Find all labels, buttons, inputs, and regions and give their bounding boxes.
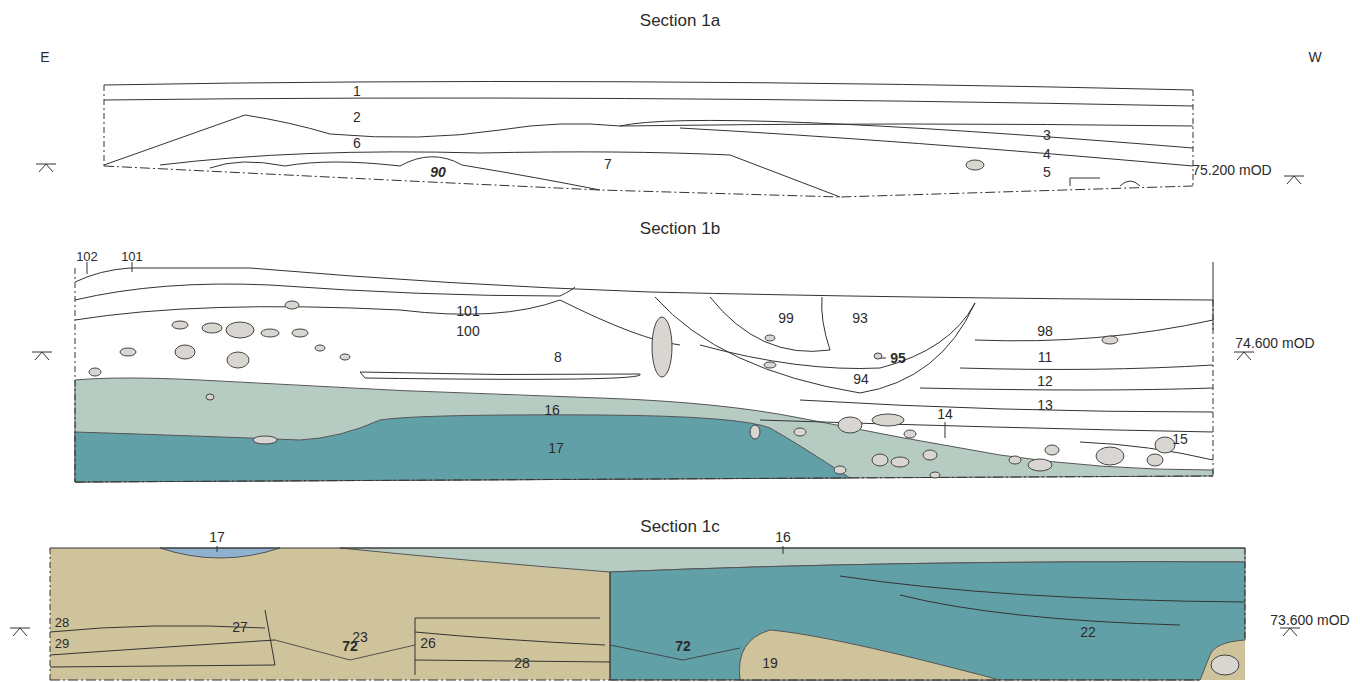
stone	[285, 301, 299, 309]
context-number: 28	[55, 616, 69, 629]
stone	[765, 335, 775, 341]
context-number: 8	[554, 350, 562, 364]
stone	[794, 428, 806, 436]
stone	[1155, 437, 1175, 453]
stone	[838, 417, 862, 433]
context-number: 16	[775, 530, 791, 544]
stone	[206, 394, 214, 400]
stone	[923, 450, 937, 460]
level-label: 74.600 mOD	[1235, 336, 1314, 350]
stone	[750, 425, 760, 439]
context-number: 15	[1172, 432, 1188, 446]
context-number: 102	[76, 250, 98, 263]
stone	[891, 457, 909, 467]
stone	[1009, 456, 1021, 464]
context-number: 94	[853, 372, 869, 386]
context-number: 26	[420, 636, 436, 650]
stone	[872, 454, 888, 466]
context-number: 3	[1043, 128, 1051, 142]
stone	[89, 368, 101, 376]
context-number: 101	[121, 250, 143, 263]
context-number: 93	[852, 311, 868, 325]
stone	[315, 345, 325, 351]
context-number: 2	[353, 110, 361, 124]
stone	[652, 317, 672, 377]
section-title: Section 1a	[640, 12, 720, 29]
context-number: 5	[1043, 165, 1051, 179]
context-number: 11	[1038, 350, 1053, 364]
stone	[227, 352, 249, 368]
context-number: 17	[209, 530, 225, 544]
context-number: 1	[353, 84, 361, 98]
context-number: 19	[762, 656, 778, 670]
stone	[261, 329, 279, 337]
context-number: 72	[342, 639, 358, 653]
context-number: 22	[1080, 625, 1096, 639]
stone	[1211, 655, 1239, 675]
context-number: 16	[544, 403, 560, 417]
stone	[253, 436, 277, 444]
stone	[834, 466, 846, 474]
context-number: 12	[1037, 374, 1053, 388]
context-number: 99	[778, 311, 794, 325]
stone	[966, 160, 984, 170]
context-number: 90	[430, 165, 446, 179]
stone	[340, 354, 350, 360]
section-title: Section 1b	[640, 220, 720, 237]
stone	[1028, 459, 1052, 471]
stone	[874, 353, 882, 359]
context-number: 28	[514, 656, 530, 670]
stone	[172, 321, 188, 329]
stone	[292, 329, 308, 337]
stone	[872, 414, 904, 426]
context-number: 6	[353, 136, 361, 150]
context-number: 95	[890, 351, 906, 365]
stone	[1102, 336, 1118, 344]
stone	[1045, 445, 1059, 455]
stone	[226, 322, 254, 338]
level-label: 73.600 mOD	[1270, 613, 1349, 627]
context-number: 4	[1043, 147, 1051, 161]
stone	[930, 472, 940, 478]
stone	[904, 430, 916, 438]
stone	[1147, 454, 1163, 466]
context-number: 17	[548, 441, 564, 455]
context-number: E	[40, 50, 49, 64]
stone	[202, 323, 222, 333]
context-number: 100	[456, 324, 479, 338]
context-number: 29	[55, 637, 69, 650]
context-number: 14	[937, 407, 953, 421]
context-number: 101	[456, 304, 479, 318]
context-number: 7	[604, 157, 612, 171]
stone	[120, 348, 136, 356]
context-number: W	[1308, 50, 1321, 64]
stone	[175, 345, 195, 359]
section-title: Section 1c	[640, 518, 719, 535]
level-label: 75.200 mOD	[1192, 163, 1271, 177]
context-number: 72	[675, 639, 691, 653]
context-number: 98	[1037, 324, 1053, 338]
context-number: 13	[1037, 398, 1053, 412]
stone	[1096, 447, 1124, 465]
stone	[764, 362, 776, 368]
context-number: 27	[232, 620, 248, 634]
